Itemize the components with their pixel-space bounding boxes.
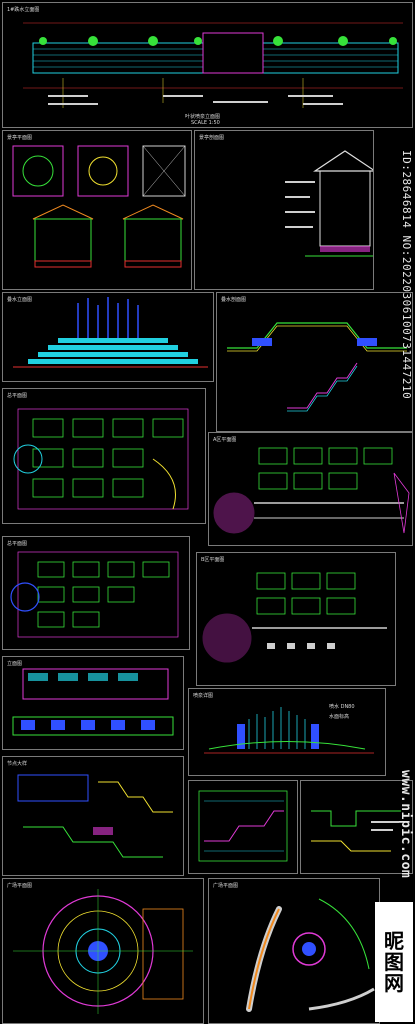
elevations-mid-drawing [12,668,174,736]
pavilion-plans-panel: 景亭平面图 [2,130,192,290]
watermark-id-text: ID:28646814 NO:20220306100731447210 [400,150,413,400]
panel-siteplan-left-label: 总平面图 [7,393,28,399]
panel-elev-mid-label: 立面图 [7,661,23,667]
site-plan-left2-drawing [10,551,179,638]
cascade-section-panel: 叠水剖面图 [216,292,413,432]
plaza-plan-left-drawing [13,889,193,1014]
elevation-panel-top: 1#跌水立面图 叶状喷泉立面图 SCALE 1:50 [2,2,413,128]
panel-cascade-section-label: 叠水剖面图 [221,297,247,303]
node-details-panel-2 [188,780,298,874]
node-details-panel-3 [300,780,413,874]
cascade-section-drawing [227,322,407,412]
site-plan-left-drawing [13,408,189,510]
panel-fountain-label: 喷泉详图 [193,693,214,699]
panel-plaza-right-label: 广场平面图 [213,883,239,889]
watermark-site-text: www.nipic.com [398,770,413,879]
fountain-detail-panel: 喷泉详图 喷水 DN80 水面标高 [188,688,386,776]
watermark-logo-char-3: 网 [384,970,404,995]
site-plan-left-panel: 总平面图 [2,388,206,524]
node-details-drawing-3 [311,810,401,852]
fountain-detail-drawing [204,707,374,754]
plan-b-panel: B区平面图 [196,552,396,686]
panel-siteplan-left2-label: 总平面图 [7,541,28,547]
site-plan-left2-panel: 总平面图 [2,536,190,650]
panel-top-label: 1#跌水立面图 [7,7,40,13]
plan-a-drawing [213,447,410,534]
plan-b-drawing [202,572,387,663]
elevation-caption: 叶状喷泉立面图 [185,114,221,120]
watermark-logo: 昵 图 网 [375,902,413,1022]
panel-cascade-label: 叠水立面图 [7,297,33,303]
cascade-elevation-panel: 叠水立面图 [2,292,214,382]
panel-node-label: 节点大样 [7,761,28,767]
panel-pavilion-label: 景亭平面图 [7,135,33,141]
node-details-drawing [17,774,173,858]
plaza-plan-left-panel: 广场平面图 [2,878,204,1024]
plaza-plan-right-panel: 广场平面图 [208,878,380,1024]
pavilion-plans-drawing [12,145,186,268]
panel-plan-a-label: A区平面图 [213,437,237,443]
node-details-drawing-2 [198,790,288,862]
elevations-mid-panel: 立面图 [2,656,184,750]
watermark-logo-char-1: 昵 [384,928,404,953]
cascade-elevation-drawing [13,297,208,368]
plaza-plan-right-drawing [246,898,375,1012]
elevation-scale: SCALE 1:50 [191,120,220,126]
panel-plaza-left-label: 广场平面图 [7,883,33,889]
pavilion-section-panel: 景亭剖面图 [194,130,374,290]
pavilion-section-drawing [285,150,373,257]
plan-a-panel: A区平面图 [208,432,413,546]
elevation-drawing [23,22,403,108]
panel-plan-b-label: B区平面图 [201,557,225,563]
node-details-panel: 节点大样 [2,756,184,876]
panel-section-label: 景亭剖面图 [199,135,225,141]
watermark-logo-char-2: 图 [384,949,404,974]
fountain-note-b: 水面标高 [329,714,350,720]
fountain-note-a: 喷水 DN80 [329,704,355,710]
